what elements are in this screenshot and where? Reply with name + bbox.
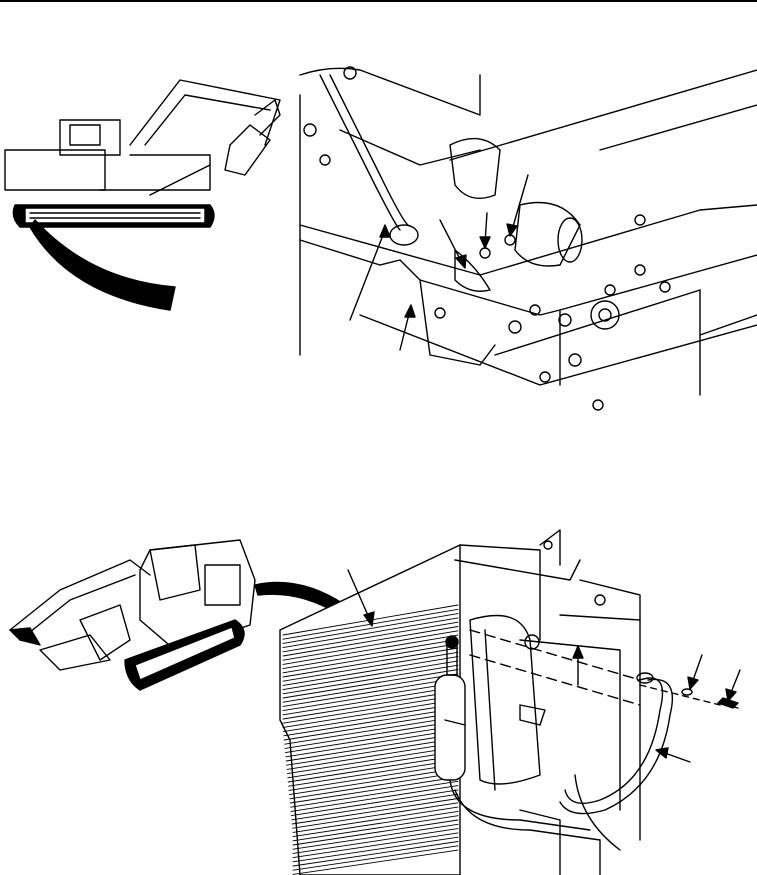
condenser-fin-line (292, 832, 459, 859)
condenser-fin-line (292, 810, 459, 838)
condenser-fin-line (282, 686, 459, 716)
figure-bottom-radiator (9, 529, 741, 875)
condenser-fin-line (292, 836, 459, 863)
condenser-fin-line (282, 690, 459, 720)
radiator-frame-detail (434, 529, 739, 875)
condenser-fin-line (284, 724, 459, 754)
condenser-fin-line (292, 802, 459, 829)
condenser-fin-line (286, 737, 459, 766)
condenser-core (279, 544, 461, 875)
condenser-fin-line (282, 669, 459, 699)
callout-arrows-top (349, 174, 529, 351)
excavator-overview-top (4, 79, 281, 228)
condenser-fin-line (282, 634, 459, 665)
condenser-fin-line (290, 780, 459, 808)
condenser-fin-line (282, 694, 459, 724)
condenser-fin-line (291, 798, 459, 825)
callout-sweep-arrow-top (29, 219, 176, 311)
condenser-fin-line (292, 845, 459, 871)
condenser-fin-line (282, 664, 459, 695)
condenser-fin-line (292, 823, 459, 850)
condenser-fin-line (282, 699, 459, 728)
condenser-fin-line (287, 750, 459, 779)
condenser-fin-line (286, 746, 459, 775)
condenser-fin-line (282, 613, 459, 644)
condenser-fin-line (282, 647, 459, 678)
condenser-fin-line (292, 828, 459, 854)
condenser-fin-line (282, 651, 459, 682)
condenser-fin-line (292, 819, 459, 846)
condenser-fin-line (290, 785, 459, 812)
condenser-fin-line (282, 643, 459, 674)
condenser-fin-line (282, 621, 459, 653)
condenser-fin-line (292, 841, 459, 867)
condenser-fin-line (288, 767, 459, 796)
condenser-fin-line (282, 638, 459, 670)
condenser-fin-line (285, 733, 459, 762)
condenser-fin-line (291, 793, 459, 821)
condenser-fin-line (283, 712, 459, 741)
header-rule (0, 0, 757, 2)
condenser-fin-line (289, 772, 459, 800)
condenser-fin-line (282, 703, 459, 733)
condenser-fin-line (284, 716, 459, 745)
condenser-fin-line (282, 673, 459, 703)
condenser-fin-line (282, 660, 459, 691)
condenser-fin-line (282, 656, 459, 686)
condenser-fin-line (292, 806, 459, 833)
condenser-fin-line (289, 776, 459, 804)
condenser-fin-line (292, 849, 459, 875)
condenser-fin-line (283, 707, 459, 737)
callout-arrows-bottom (347, 569, 741, 763)
condenser-fin-line (284, 720, 459, 749)
condenser-fin-line (282, 617, 459, 649)
excavator-overview-bottom (9, 539, 256, 691)
condenser-fin-line (288, 763, 459, 791)
condenser-fin-line (285, 729, 459, 758)
condenser-fin-line (290, 789, 459, 817)
detail-underside-frame (299, 66, 757, 411)
figure-top-underside (4, 66, 757, 411)
condenser-fin-line (282, 677, 459, 707)
condenser-fin-line (282, 630, 459, 661)
condenser-fin-line (287, 755, 459, 783)
condenser-fin-line (282, 626, 459, 657)
condenser-fin-line (292, 815, 459, 842)
condenser-fin-line (286, 742, 459, 770)
condenser-fin-line (282, 681, 459, 712)
condenser-fin-line (288, 759, 459, 787)
